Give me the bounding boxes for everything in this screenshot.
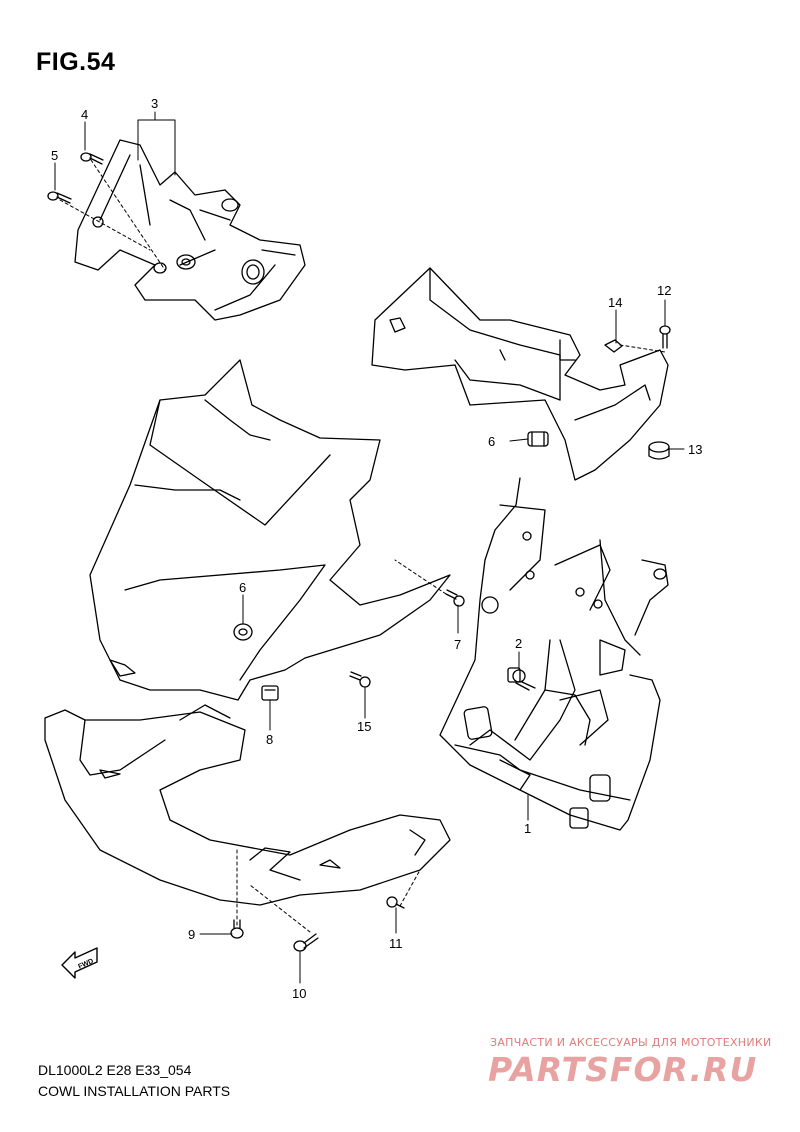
part-front-cowl	[89, 359, 451, 701]
callout-11: 11	[389, 936, 403, 951]
callout-8: 8	[266, 732, 273, 747]
callout-13: 13	[688, 442, 702, 457]
part-12-screw	[659, 325, 671, 349]
callout-15: 15	[357, 719, 371, 734]
watermark-logo: PARTSFOR.RU	[488, 1050, 758, 1089]
callout-9: 9	[188, 927, 195, 942]
fwd-arrow-icon: FWD	[61, 947, 98, 979]
callout-1: 1	[524, 821, 531, 836]
callout-5: 5	[51, 148, 58, 163]
part-7-screw	[445, 589, 465, 607]
leader-lines	[54, 111, 685, 984]
callout-2: 2	[515, 636, 522, 651]
part-8-nut	[261, 685, 279, 701]
callout-7: 7	[454, 637, 461, 652]
part-11-clip	[386, 896, 405, 909]
callout-6-lower: 6	[239, 580, 246, 595]
watermark-tagline: ЗАПЧАСТИ И АКСЕССУАРЫ ДЛЯ МОТОТЕХНИКИ	[490, 1036, 772, 1049]
figure-title: FIG.54	[36, 48, 116, 76]
callout-10: 10	[292, 986, 306, 1001]
callout-6-upper: 6	[488, 434, 495, 449]
part-6-grommet-upper	[527, 431, 549, 447]
callout-3: 3	[151, 96, 158, 111]
figure-code: DL1000L2 E28 E33_054	[38, 1062, 192, 1078]
part-inner-panel	[371, 267, 669, 481]
part-9-rivet	[230, 919, 244, 939]
callout-4: 4	[81, 107, 88, 122]
figure-caption: COWL INSTALLATION PARTS	[38, 1083, 231, 1099]
callout-14: 14	[608, 295, 622, 310]
part-3-bracket	[74, 139, 306, 321]
part-lower-cowl	[44, 704, 451, 906]
part-14-clip	[604, 339, 623, 353]
part-6-grommet-lower	[233, 623, 253, 641]
callout-12: 12	[657, 283, 671, 298]
part-13-grommet	[648, 441, 670, 460]
part-4-screw	[80, 152, 104, 165]
part-10-screw	[293, 933, 319, 952]
part-15-screw	[349, 671, 371, 688]
part-5-screw	[47, 191, 72, 204]
part-2-bolt	[507, 667, 536, 691]
part-1-stay	[439, 477, 669, 831]
